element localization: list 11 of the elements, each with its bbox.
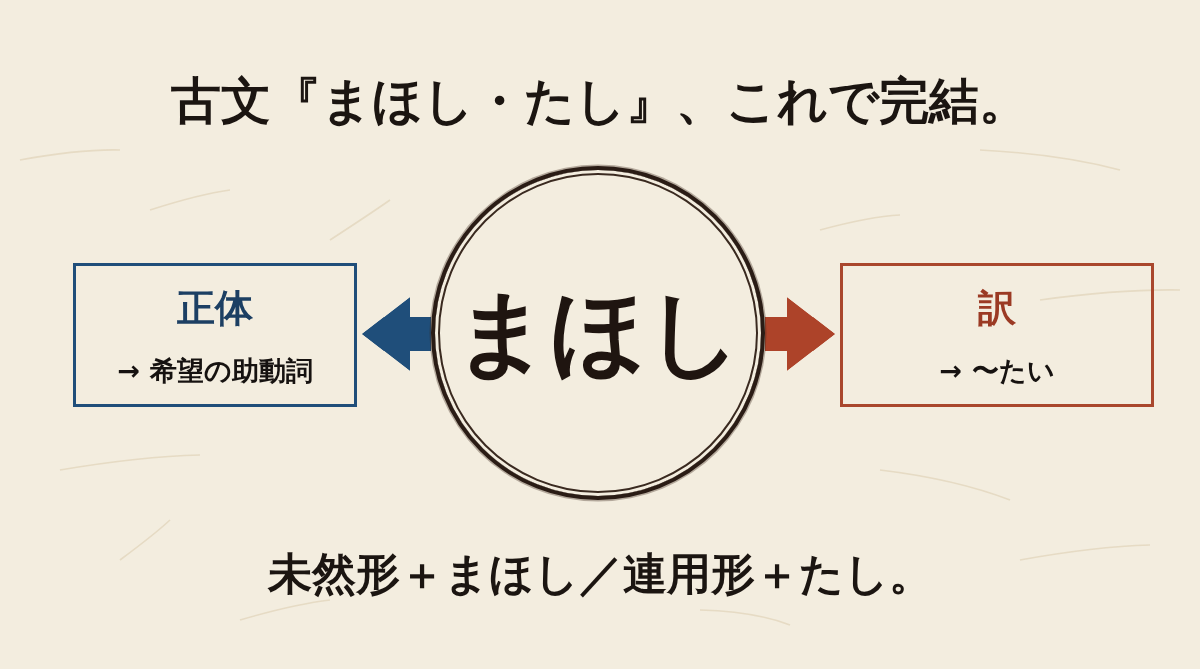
panel-heading: 正体 (177, 285, 253, 332)
panel-heading: 訳 (978, 285, 1016, 332)
caption: 未然形＋まほし／連用形＋たし。 (267, 548, 933, 601)
panel-text: → 希望の助動詞 (117, 354, 313, 389)
panel-text: → 〜たい (939, 354, 1055, 389)
block-arrow (765, 297, 835, 371)
title: 古文『まほし・たし』、これで完結。 (171, 71, 1029, 131)
block-arrow (362, 297, 431, 371)
center-term: まほし (454, 278, 742, 388)
outlined-panel (840, 263, 1154, 407)
outlined-panel (73, 263, 357, 407)
